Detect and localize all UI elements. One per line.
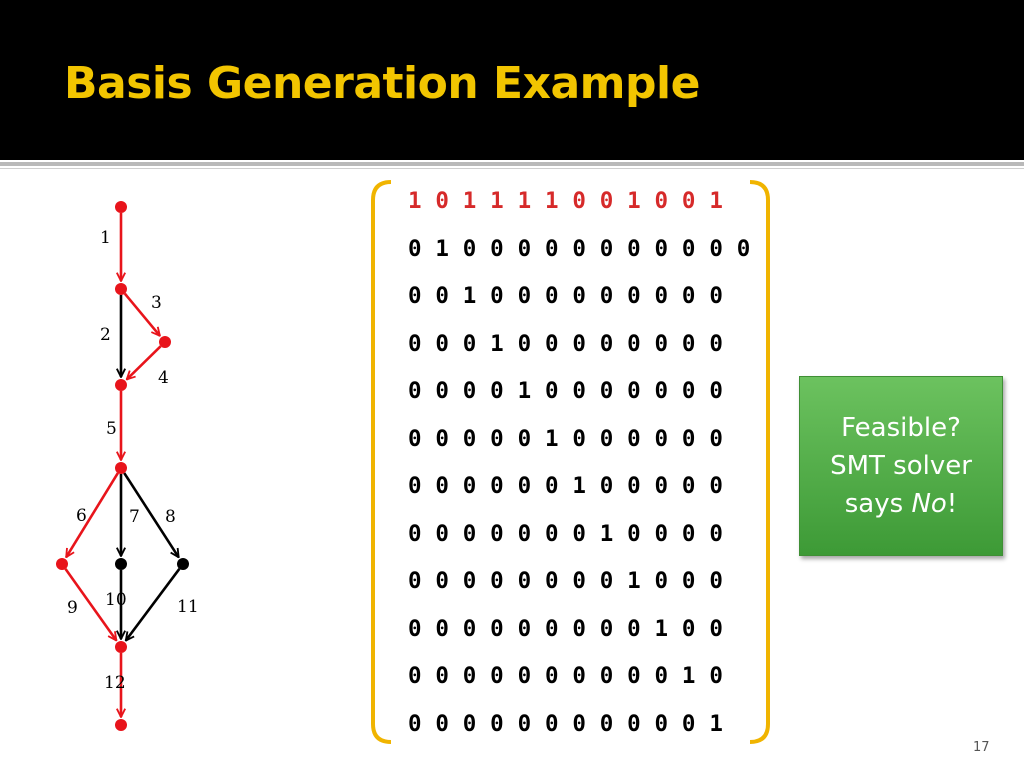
callout-line-1: Feasible? bbox=[841, 413, 961, 443]
graph-node-n4 bbox=[115, 379, 127, 391]
graph-node-n9 bbox=[115, 641, 127, 653]
edge-label: 5 bbox=[106, 419, 117, 439]
callout-line-3: says No! bbox=[800, 485, 1002, 523]
edge-label: 2 bbox=[100, 325, 111, 345]
left-brace bbox=[371, 180, 392, 744]
basis-matrix: 1 0 1 1 1 1 0 0 1 0 0 1 0 1 0 0 0 0 0 0 0… bbox=[408, 186, 751, 756]
graph-node-n8 bbox=[177, 558, 189, 570]
matrix-row: 0 0 1 0 0 0 0 0 0 0 0 0 bbox=[408, 283, 724, 309]
callout-line-2: SMT solver bbox=[830, 451, 972, 481]
matrix-row: 1 0 1 1 1 1 0 0 1 0 0 1 bbox=[408, 188, 724, 214]
matrix-row: 0 0 0 0 1 0 0 0 0 0 0 0 bbox=[408, 378, 724, 404]
edge-label: 11 bbox=[177, 597, 199, 617]
matrix-row: 0 1 0 0 0 0 0 0 0 0 0 0 0 bbox=[408, 235, 751, 262]
edge-label: 7 bbox=[129, 507, 140, 527]
callout-emphasis: No bbox=[911, 489, 947, 519]
matrix-row: 0 0 0 0 0 0 0 0 1 0 0 0 bbox=[408, 568, 724, 594]
matrix-row: 0 0 0 0 0 1 0 0 0 0 0 0 bbox=[408, 425, 724, 452]
matrix-row: 0 0 0 0 0 0 1 0 0 0 0 0 bbox=[408, 473, 724, 499]
title-divider bbox=[0, 162, 1024, 166]
page-number: 17 bbox=[973, 740, 990, 755]
matrix-row: 0 0 0 0 0 0 0 0 0 1 0 0 bbox=[408, 615, 724, 642]
title-bar: Basis Generation Example bbox=[0, 0, 1024, 160]
graph-edge-3 bbox=[123, 292, 160, 336]
edge-label: 12 bbox=[104, 673, 126, 693]
feasibility-callout: Feasible? SMT solver says No! bbox=[799, 376, 1003, 556]
edge-label: 3 bbox=[151, 293, 162, 313]
edge-label: 4 bbox=[158, 368, 169, 388]
slide-title: Basis Generation Example bbox=[64, 58, 700, 109]
edge-label: 9 bbox=[67, 598, 78, 618]
matrix-row: 0 0 0 0 0 0 0 1 0 0 0 0 bbox=[408, 520, 724, 547]
edge-label: 6 bbox=[76, 506, 87, 526]
matrix-row: 0 0 0 0 0 0 0 0 0 0 0 1 bbox=[408, 710, 724, 737]
graph-edge-8 bbox=[123, 472, 178, 557]
graph-node-n7 bbox=[115, 558, 127, 570]
graph-node-n5 bbox=[115, 462, 127, 474]
graph-node-n3 bbox=[159, 336, 171, 348]
graph-edge-11 bbox=[126, 568, 181, 641]
right-brace bbox=[749, 180, 770, 744]
edge-label: 10 bbox=[105, 590, 127, 610]
matrix-row: 0 0 0 0 0 0 0 0 0 0 1 0 bbox=[408, 663, 724, 689]
graph-node-n1 bbox=[115, 201, 127, 213]
graph-node-n6 bbox=[56, 558, 68, 570]
matrix-row: 0 0 0 1 0 0 0 0 0 0 0 0 bbox=[408, 330, 724, 357]
graph-edge-4 bbox=[127, 345, 162, 379]
title-divider-thin bbox=[0, 168, 1024, 169]
graph-edge-6 bbox=[65, 472, 119, 557]
edge-label: 1 bbox=[100, 228, 111, 248]
edge-label: 8 bbox=[165, 507, 176, 527]
graph-edge-9 bbox=[64, 568, 116, 641]
graph-node-n2 bbox=[115, 283, 127, 295]
graph-node-n10 bbox=[115, 719, 127, 731]
callout-line-3-prefix: says bbox=[844, 489, 912, 519]
callout-line-3-suffix: ! bbox=[946, 489, 958, 519]
